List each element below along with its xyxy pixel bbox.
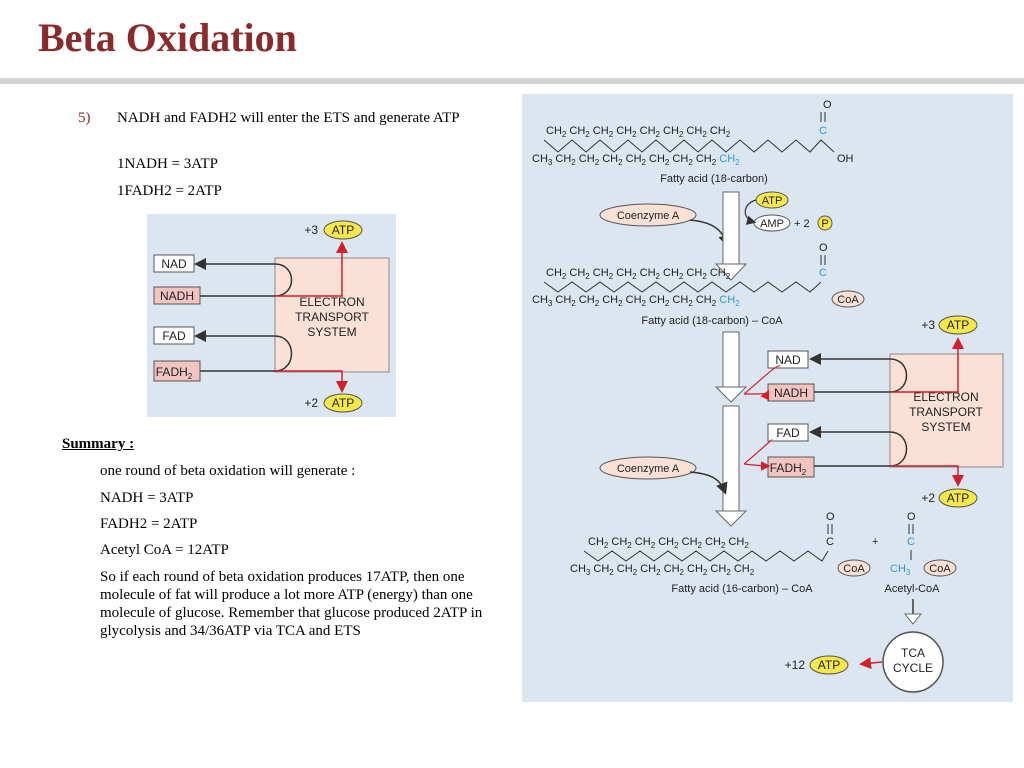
coenzyme-a-1: Coenzyme A bbox=[617, 210, 680, 222]
amp-output: AMP bbox=[760, 218, 784, 230]
svg-text:+12: +12 bbox=[785, 658, 806, 672]
svg-text:CH3 CH2 CH2 CH2 CH2 CH2: CH3 CH2 CH2 CH2 CH2 CH2 CH2 CH2 CH2 bbox=[532, 294, 740, 308]
ets-small-nad: NAD bbox=[161, 257, 187, 271]
beta-oxidation-pathway: O CH2 CH2 CH2 CH2 CH2 CH2 CH2 CH2 C CH3 … bbox=[522, 94, 1013, 702]
point-text: NADH and FADH2 will enter the ETS and ge… bbox=[117, 110, 460, 126]
ets-small-diagram: ELECTRON TRANSPORT SYSTEM +3 ATP +2 ATP … bbox=[147, 214, 396, 417]
title-divider bbox=[0, 78, 1024, 84]
summary-line-2: NADH = 3ATP bbox=[100, 490, 194, 506]
svg-text:CH3 CH2 CH2 CH2 CH2 CH2: CH3 CH2 CH2 CH2 CH2 CH2 CH2 CH2 CH2 bbox=[532, 153, 740, 167]
fatty16coa-label: Fatty acid (16-carbon) – CoA bbox=[671, 583, 813, 595]
fatty-acid-18-coa: O CH2 CH2 CH2 CH2 CH2 CH2 CH2 CH2 C CH3 … bbox=[532, 242, 865, 327]
acetyl-coa: O C CH3 CoA Acetyl-CoA bbox=[884, 511, 957, 595]
ets-small-fadh2: FADH2 bbox=[156, 365, 193, 381]
summary-line-1: one round of beta oxidation will generat… bbox=[100, 463, 356, 479]
fatty-acid-16-coa: O CH2 CH2 CH2 CH2 CH2 CH2 CH2 C CH3 CH2 … bbox=[570, 511, 871, 595]
tca-line2: CYCLE bbox=[893, 661, 933, 675]
fatty18-label: Fatty acid (18-carbon) bbox=[660, 173, 768, 185]
ets-small-line2: TRANSPORT bbox=[295, 310, 369, 324]
svg-text:O: O bbox=[826, 511, 835, 523]
ets-small-atp-top: ATP bbox=[332, 223, 354, 237]
svg-text:CoA: CoA bbox=[837, 294, 859, 306]
ets-small-nadh: NADH bbox=[160, 289, 194, 303]
fadh2-equation: 1FADH2 = 2ATP bbox=[117, 183, 222, 199]
summary-line-5: So if each round of beta oxidation produ… bbox=[100, 569, 483, 639]
svg-text:CH2 CH2 CH2 CH2 CH2 CH2: CH2 CH2 CH2 CH2 CH2 CH2 CH2 bbox=[588, 536, 749, 550]
svg-text:+2: +2 bbox=[921, 491, 935, 505]
ets-small-line3: SYSTEM bbox=[307, 325, 356, 339]
tca-line1: TCA bbox=[901, 646, 925, 660]
svg-text:CoA: CoA bbox=[929, 563, 951, 575]
phosphate: P bbox=[821, 218, 828, 230]
slide-title: Beta Oxidation bbox=[38, 15, 297, 60]
svg-text:TRANSPORT: TRANSPORT bbox=[909, 405, 983, 419]
svg-text:CH2 CH2 CH2 CH2 CH2 CH2: CH2 CH2 CH2 CH2 CH2 CH2 CH2 CH2 bbox=[546, 267, 731, 281]
svg-text:C: C bbox=[907, 536, 915, 548]
summary-heading: Summary : bbox=[62, 436, 135, 452]
svg-text:CH3: CH3 bbox=[890, 563, 911, 577]
ets-small-plus2: +2 bbox=[304, 396, 318, 410]
svg-text:C: C bbox=[819, 267, 827, 279]
point-number: 5) bbox=[78, 110, 91, 126]
svg-text:C: C bbox=[819, 125, 827, 137]
svg-text:ELECTRON: ELECTRON bbox=[913, 390, 978, 404]
ets-small-atp-bottom: ATP bbox=[332, 396, 354, 410]
svg-text:CH2 CH2 CH2 CH2 CH2 CH2: CH2 CH2 CH2 CH2 CH2 CH2 CH2 CH2 bbox=[546, 125, 731, 139]
svg-text:FADH2: FADH2 bbox=[770, 461, 807, 477]
summary-line-4: Acetyl CoA = 12ATP bbox=[100, 542, 229, 558]
atp-plus12: ATP bbox=[818, 658, 840, 672]
ets-small-fad: FAD bbox=[162, 329, 186, 343]
ets-small-plus3: +3 bbox=[304, 223, 318, 237]
svg-text:SYSTEM: SYSTEM bbox=[921, 420, 970, 434]
svg-text:O: O bbox=[819, 242, 828, 254]
summary-line-3: FADH2 = 2ATP bbox=[100, 516, 198, 532]
acetylcoa-label: Acetyl-CoA bbox=[884, 583, 940, 595]
svg-text:+ 2: + 2 bbox=[794, 218, 810, 230]
atp-plus2: ATP bbox=[947, 491, 969, 505]
svg-text:+3: +3 bbox=[921, 318, 935, 332]
coenzyme-a-2: Coenzyme A bbox=[617, 463, 680, 475]
atp-input: ATP bbox=[762, 195, 783, 207]
svg-text:FAD: FAD bbox=[776, 426, 800, 440]
svg-text:NAD: NAD bbox=[775, 353, 801, 367]
svg-text:CH3 CH2 CH2 CH2 CH2 CH2: CH3 CH2 CH2 CH2 CH2 CH2 CH2 CH2 bbox=[570, 563, 755, 577]
atp-plus3: ATP bbox=[947, 318, 969, 332]
svg-text:C: C bbox=[826, 536, 834, 548]
svg-text:+: + bbox=[872, 536, 878, 548]
nadh-equation: 1NADH = 3ATP bbox=[117, 156, 218, 172]
ets-small-line1: ELECTRON bbox=[299, 295, 364, 309]
fatty-acid-18: O CH2 CH2 CH2 CH2 CH2 CH2 CH2 CH2 C CH3 … bbox=[532, 99, 854, 185]
svg-text:NADH: NADH bbox=[774, 386, 808, 400]
svg-text:O: O bbox=[823, 99, 832, 111]
svg-text:OH: OH bbox=[837, 153, 854, 165]
fatty18coa-label: Fatty acid (18-carbon) – CoA bbox=[641, 315, 783, 327]
svg-text:O: O bbox=[907, 511, 916, 523]
svg-text:CoA: CoA bbox=[843, 563, 865, 575]
